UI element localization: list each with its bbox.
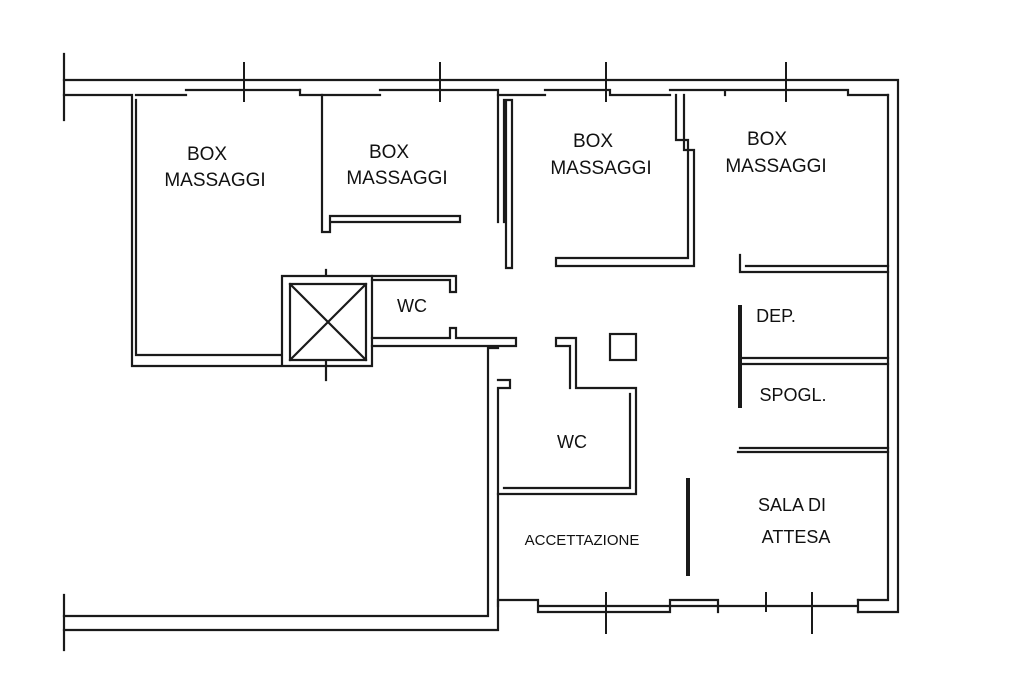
sala-label-1: SALA DI [758, 495, 826, 515]
column [608, 332, 638, 362]
wall-dep-spogl [736, 356, 890, 454]
box1-label-1: BOX [187, 144, 227, 165]
dep-label: DEP. [756, 306, 796, 326]
outer-wall-top [62, 78, 900, 614]
wall-box4-bottom [738, 253, 890, 274]
box3-label-1: BOX [573, 131, 613, 152]
box1-label-2: MASSAGGI [164, 170, 265, 191]
box3-label-2: MASSAGGI [550, 158, 651, 179]
box4-label-2: MASSAGGI [725, 156, 826, 177]
walls [62, 52, 900, 652]
right-wall-inner [856, 93, 890, 602]
wc-lower-label: WC [557, 432, 587, 452]
box4-label-1: BOX [747, 129, 787, 150]
box2-label-1: BOX [369, 142, 409, 163]
box2-label-2: MASSAGGI [346, 168, 447, 189]
top-inner-wall [298, 88, 890, 97]
wall-box3-bottom [554, 93, 696, 268]
outer-wall-bottom [62, 346, 860, 632]
spogl-label: SPOGL. [759, 385, 826, 405]
grid-ticks [243, 62, 813, 634]
room-labels: BOX MASSAGGI BOX MASSAGGI BOX MASSAGGI B… [164, 129, 830, 549]
partitions [686, 305, 742, 576]
wall-box2-box3 [496, 93, 514, 270]
wall-box1-box2 [320, 93, 462, 234]
wc-lower-walls [496, 336, 638, 496]
accettazione-label: ACCETTAZIONE [525, 532, 640, 549]
wc-upper-label: WC [397, 296, 427, 316]
sala-label-2: ATTESA [762, 527, 831, 547]
elevator-shaft [280, 268, 374, 382]
wc-upper-walls [370, 274, 518, 348]
